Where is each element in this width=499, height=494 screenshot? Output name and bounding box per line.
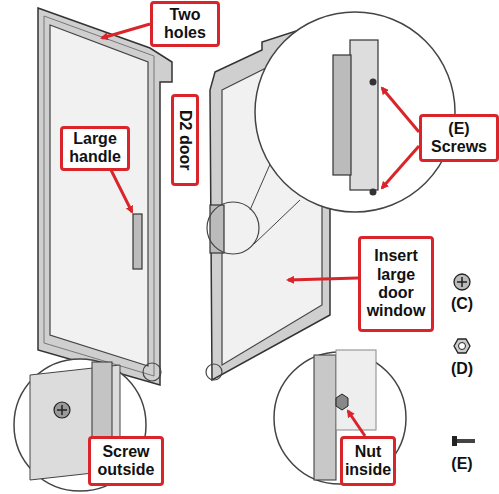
callout-box: (E) Screws <box>419 114 499 162</box>
callout-text: (E) Screws <box>424 120 494 157</box>
callout-text: Screw outside <box>93 443 159 480</box>
part-label: (D) <box>447 360 477 378</box>
callout-text: Nut inside <box>345 443 391 480</box>
door-name-box: D2 door <box>171 94 199 186</box>
callout-box: Insert large door window <box>358 236 434 332</box>
callout-text: Large handle <box>65 130 125 167</box>
callout-box: Large handle <box>60 126 130 171</box>
callout-box: Two holes <box>150 1 220 47</box>
callout-box: Nut inside <box>340 436 396 486</box>
callout-text: Two holes <box>155 6 215 43</box>
part-label: (E) <box>447 455 477 473</box>
leader-arrows <box>102 24 419 436</box>
callout-text: D2 door <box>176 110 194 170</box>
part-label: (C) <box>447 295 477 313</box>
left-door <box>38 8 172 385</box>
callout-text: Insert large door window <box>363 247 429 321</box>
handle-magnifier <box>255 12 455 212</box>
callout-box: Screw outside <box>88 436 164 486</box>
